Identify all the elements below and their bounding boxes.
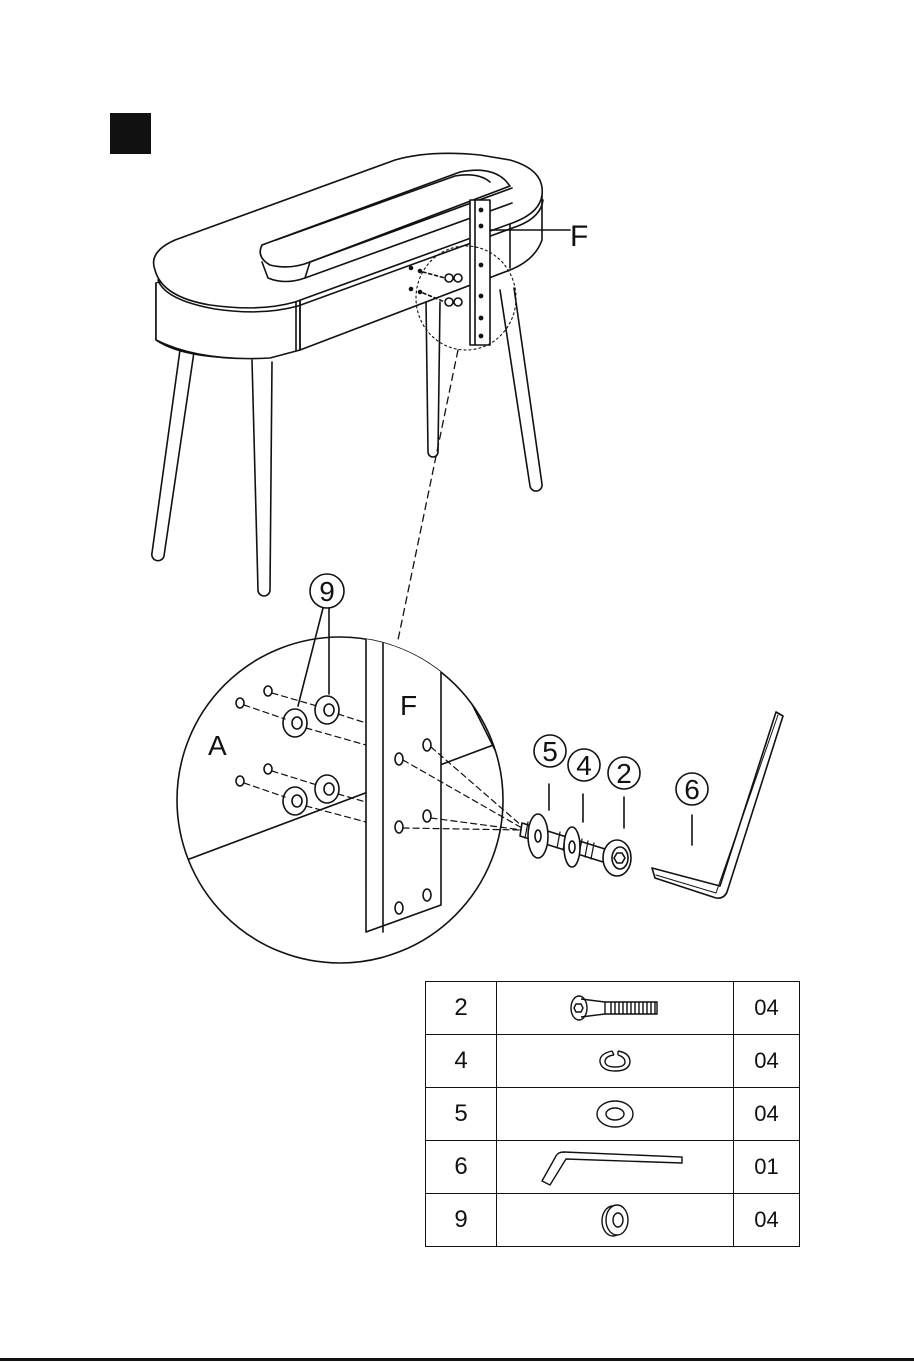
spring-washer-icon	[497, 1035, 734, 1088]
spacer-icon	[497, 1194, 734, 1247]
hardware-stack	[520, 814, 631, 876]
label-f-detail: F	[400, 690, 417, 721]
allen-key-6	[652, 712, 783, 898]
part-quantity: 04	[734, 1035, 800, 1088]
part-number: 9	[426, 1194, 497, 1247]
panel-f-detail	[366, 635, 441, 932]
callout-5: 5	[542, 736, 558, 767]
callout-2: 2	[616, 758, 632, 789]
detail-view	[160, 635, 522, 963]
table-row: 9 04	[426, 1194, 800, 1247]
part-quantity: 04	[734, 1088, 800, 1141]
table-row: 2 04	[426, 982, 800, 1035]
flat-washer-icon	[497, 1088, 734, 1141]
part-quantity: 04	[734, 982, 800, 1035]
part-number: 5	[426, 1088, 497, 1141]
callout-9: 9	[319, 576, 335, 607]
detail-circle	[177, 637, 503, 963]
label-f-top: F	[570, 220, 588, 253]
spring-washer-4	[564, 827, 580, 867]
label-a: A	[208, 730, 227, 761]
bolt-head-2	[603, 840, 631, 876]
callout-6: 6	[684, 774, 700, 805]
parts-table: 2 04 4 04 5	[425, 981, 800, 1247]
table-row: 5 04	[426, 1088, 800, 1141]
part-number: 6	[426, 1141, 497, 1194]
spacers-9	[283, 696, 339, 815]
leg-front-left	[252, 360, 272, 596]
table-row: 4 04	[426, 1035, 800, 1088]
assembly-diagram: F	[0, 0, 914, 980]
callout-4: 4	[576, 750, 592, 781]
allen-key-icon	[497, 1141, 734, 1194]
part-quantity: 01	[734, 1141, 800, 1194]
bottom-rule	[0, 1358, 914, 1361]
table-row: 6 01	[426, 1141, 800, 1194]
part-quantity: 04	[734, 1194, 800, 1247]
bolt-icon	[497, 982, 734, 1035]
leg-back-left	[152, 350, 194, 561]
part-number: 2	[426, 982, 497, 1035]
part-number: 4	[426, 1035, 497, 1088]
leg-front-right	[500, 288, 542, 491]
washer-5	[528, 814, 548, 858]
leg-back-right	[426, 300, 440, 457]
